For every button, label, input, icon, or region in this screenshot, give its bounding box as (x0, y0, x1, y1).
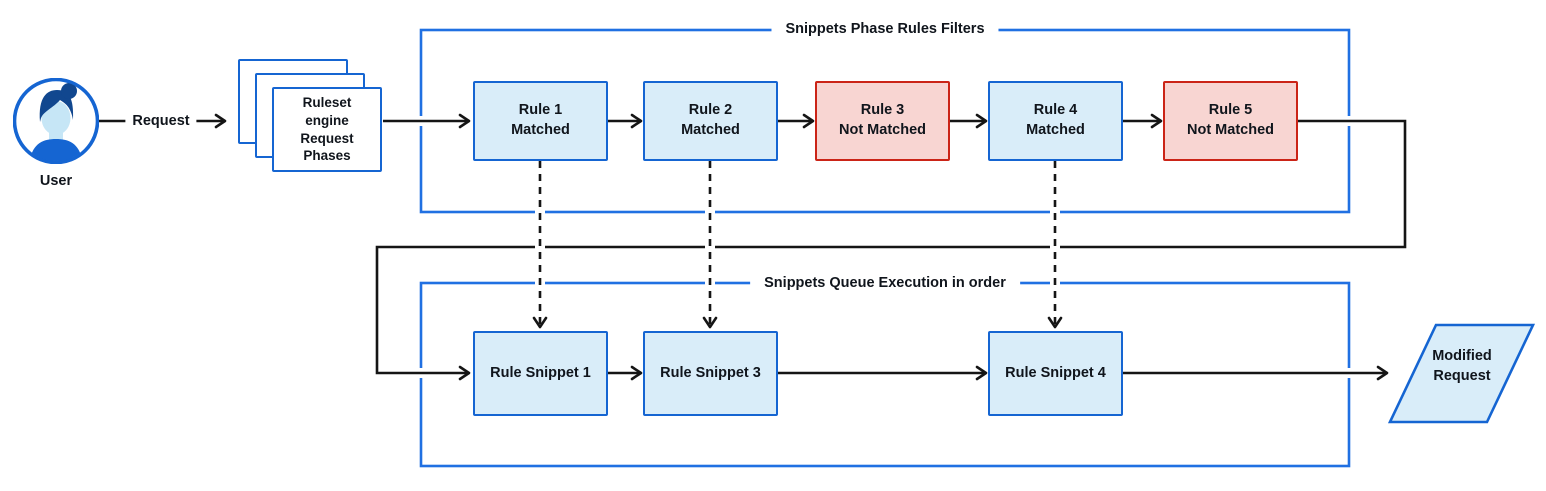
user-label: User (39, 173, 73, 189)
rule-snippet-3-box: Rule Snippet 3 (643, 331, 778, 416)
ruleset-pages-label: Ruleset engine Request Phases (300, 95, 354, 164)
modified-request-shape (1387, 323, 1536, 424)
avatar-hair (39, 90, 74, 122)
rule-4-box: Rule 4 Matched (988, 81, 1123, 161)
modified-request-label: Modified Request (1432, 348, 1492, 384)
request-label: Request (125, 113, 197, 129)
user-avatar-icon (12, 77, 100, 165)
rule-3-box: Rule 3 Not Matched (815, 81, 950, 161)
rule-snippet-1-box: Rule Snippet 1 (473, 331, 608, 416)
rule-snippet-4-box: Rule Snippet 4 (988, 331, 1123, 416)
rule-5-box: Rule 5 Not Matched (1163, 81, 1298, 161)
user-avatar (12, 77, 100, 169)
arrow-rule5-loop-to-snippet1 (375, 119, 1407, 381)
phase-rules-title: Snippets Phase Rules Filters (771, 21, 999, 37)
queue-title: Snippets Queue Execution in order (750, 275, 1020, 291)
rule-2-box: Rule 2 Matched (643, 81, 778, 161)
avatar-hair-bun (61, 83, 77, 99)
ruleset-page-front: Ruleset engine Request Phases (272, 87, 382, 172)
avatar-shirt (29, 139, 83, 161)
rule-1-box: Rule 1 Matched (473, 81, 608, 161)
